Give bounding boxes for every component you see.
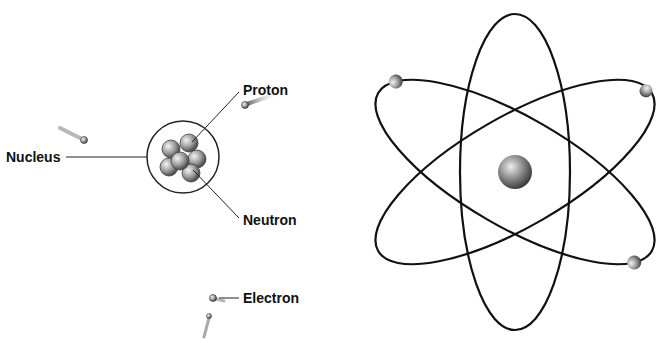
- bohr-model: [351, 14, 660, 330]
- leader-lines: [66, 92, 239, 298]
- part-label: Proton: [243, 81, 288, 99]
- part-label: Electron: [243, 289, 299, 307]
- part-label: Neutron: [243, 211, 297, 229]
- nucleus-figure: [147, 121, 219, 193]
- part-label: Nucleus: [6, 148, 60, 166]
